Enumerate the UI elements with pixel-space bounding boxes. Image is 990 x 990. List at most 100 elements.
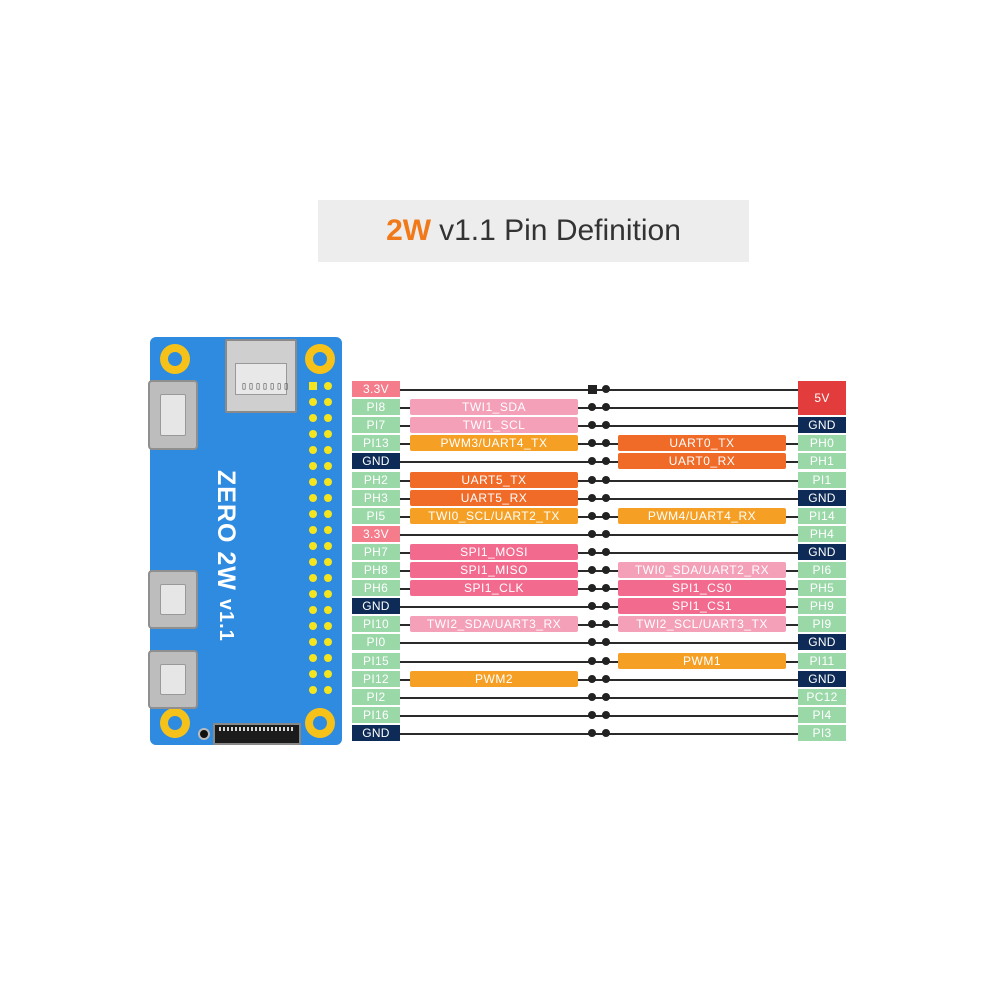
odd-pin-dot xyxy=(588,457,596,465)
microsd-slot: ▯▯▯▯▯▯▯ xyxy=(225,339,297,413)
gpio-pin-dot xyxy=(309,590,317,598)
pin-connector-line xyxy=(400,679,798,681)
even-pin-dot xyxy=(602,638,610,646)
gpio-pin-dot xyxy=(324,606,332,614)
odd-pin-dot xyxy=(588,476,596,484)
left-pin-label: PI8 xyxy=(352,399,400,415)
gpio-pin-dot xyxy=(309,398,317,406)
gpio-pin-dot xyxy=(309,622,317,630)
right-pin-label: PH0 xyxy=(798,435,846,451)
right-pin-function: UART0_RX xyxy=(618,453,786,469)
pin-connector-line xyxy=(400,588,798,590)
gpio-pin-dot xyxy=(324,542,332,550)
pin-connector-line xyxy=(400,661,798,663)
even-pin-dot xyxy=(602,693,610,701)
left-pin-label: GND xyxy=(352,725,400,741)
gpio-pin-dot xyxy=(324,638,332,646)
right-pin-function: SPI1_CS1 xyxy=(618,598,786,614)
right-pin-label: 5V xyxy=(798,381,846,415)
even-pin-dot xyxy=(602,439,610,447)
gpio-pin-dot xyxy=(309,686,317,694)
left-pin-function: SPI1_MISO xyxy=(410,562,578,578)
left-pin-function: SPI1_CLK xyxy=(410,580,578,596)
gpio-pin-dot xyxy=(324,654,332,662)
mounting-hole-top-right xyxy=(305,344,335,374)
odd-pin-dot xyxy=(588,421,596,429)
gpio-pin-dot xyxy=(324,574,332,582)
left-pin-function: PWM2 xyxy=(410,671,578,687)
gpio-pin-dot xyxy=(309,382,317,390)
board-version: v1.1 xyxy=(215,598,237,642)
left-pin-function: TWI2_SDA/UART3_RX xyxy=(410,616,578,632)
gpio-pin-dot xyxy=(324,414,332,422)
even-pin-dot xyxy=(602,620,610,628)
right-pin-label: PI1 xyxy=(798,472,846,488)
left-pin-label: PI15 xyxy=(352,653,400,669)
even-pin-dot xyxy=(602,566,610,574)
mounting-hole-bottom-right xyxy=(305,708,335,738)
left-pin-label: PH7 xyxy=(352,544,400,560)
gpio-pin-dot xyxy=(309,462,317,470)
left-pin-function: UART5_RX xyxy=(410,490,578,506)
mounting-hole-top-left xyxy=(160,344,190,374)
even-pin-dot xyxy=(602,548,610,556)
gpio-pin-dot xyxy=(324,510,332,518)
pin-row: PH8 SPI1_MISO TWI0_SDA/UART2_RX PI6 xyxy=(352,562,846,578)
odd-pin-dot xyxy=(588,566,596,574)
gpio-pin-dot xyxy=(324,446,332,454)
gpio-pin-dot xyxy=(324,478,332,486)
gpio-pin-dot xyxy=(324,382,332,390)
right-pin-label: PH4 xyxy=(798,526,846,542)
pin-connector-line xyxy=(400,516,798,518)
left-pin-label: PI0 xyxy=(352,634,400,650)
right-pin-function: TWI0_SDA/UART2_RX xyxy=(618,562,786,578)
left-pin-label: 3.3V xyxy=(352,381,400,397)
pin-row: 3.3V 5V xyxy=(352,381,846,415)
mini-hdmi-port xyxy=(148,380,198,450)
odd-pin-dot xyxy=(588,675,596,683)
odd-pin-dot xyxy=(588,711,596,719)
right-pin-label: GND xyxy=(798,544,846,560)
right-pin-label: PH1 xyxy=(798,453,846,469)
left-pin-function: UART5_TX xyxy=(410,472,578,488)
left-pin-label: PI12 xyxy=(352,671,400,687)
right-pin-label: PH5 xyxy=(798,580,846,596)
pin-connector-line xyxy=(400,498,798,500)
right-pin-label: GND xyxy=(798,634,846,650)
gpio-pin-dot xyxy=(309,638,317,646)
left-pin-label: PI5 xyxy=(352,508,400,524)
left-pin-function: TWI1_SCL xyxy=(410,417,578,433)
left-pin-label: PI7 xyxy=(352,417,400,433)
pin-connector-line xyxy=(400,552,798,554)
right-pin-function: SPI1_CS0 xyxy=(618,580,786,596)
gpio-pin-dot xyxy=(324,462,332,470)
right-pin-function: PWM4/UART4_RX xyxy=(618,508,786,524)
left-pin-label: PH8 xyxy=(352,562,400,578)
gpio-pin-dot xyxy=(309,446,317,454)
right-pin-label: PI11 xyxy=(798,653,846,669)
gpio-pin-dot xyxy=(324,590,332,598)
odd-pin-dot xyxy=(588,638,596,646)
left-pin-label: PI10 xyxy=(352,616,400,632)
pin-connector-line xyxy=(400,624,798,626)
odd-pin-dot xyxy=(588,584,596,592)
even-pin-dot xyxy=(602,476,610,484)
right-pin-label: GND xyxy=(798,417,846,433)
title-accent: 2W xyxy=(386,214,432,247)
even-pin-dot xyxy=(602,729,610,737)
odd-pin-dot xyxy=(588,494,596,502)
pin-connector-line xyxy=(400,733,798,735)
gpio-pin-dot xyxy=(324,526,332,534)
right-pin-label: PI6 xyxy=(798,562,846,578)
right-pin-label: PH9 xyxy=(798,598,846,614)
even-pin-dot xyxy=(602,385,610,393)
usb-c-port-otg xyxy=(148,570,198,629)
odd-pin-dot xyxy=(588,530,596,538)
right-pin-label: PI3 xyxy=(798,725,846,741)
